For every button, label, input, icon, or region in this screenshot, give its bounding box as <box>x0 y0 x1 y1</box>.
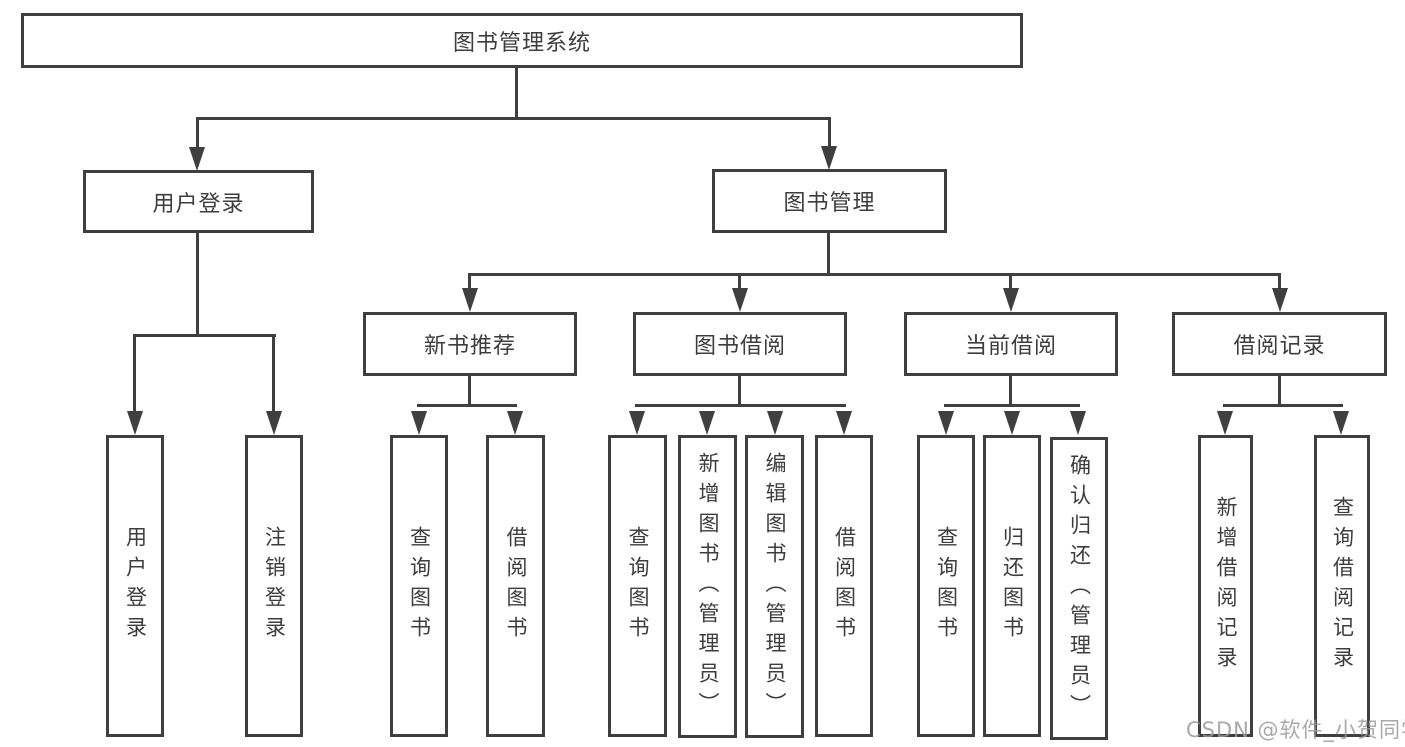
node-user-login: 用户登录 <box>83 170 314 233</box>
arrowhead-icon <box>1217 411 1233 435</box>
arrowhead-icon <box>411 411 427 435</box>
arrowhead-icon <box>699 411 715 435</box>
node-label: 借阅图书 <box>832 526 857 646</box>
arrowhead-icon <box>266 411 282 435</box>
node-label: 查询图书 <box>934 526 959 646</box>
node-label: 用户登录 <box>152 191 245 217</box>
connector-stub <box>468 376 471 407</box>
arrowhead-icon <box>938 411 954 435</box>
connector-horizontal <box>468 273 1281 276</box>
node-current-borrow: 当前借阅 <box>904 312 1118 376</box>
connector-root-stub <box>515 68 518 119</box>
connector-drop <box>738 273 741 291</box>
connector-stub <box>738 376 741 407</box>
node-book-management: 图书管理 <box>712 169 947 233</box>
connector-stub <box>1009 376 1012 407</box>
connector-horizontal <box>635 404 846 407</box>
node-label: 图书管理系统 <box>452 30 591 56</box>
node-leaf-query-borrow-record: 查询借阅记录 <box>1314 435 1370 737</box>
node-leaf-confirm-return-admin: 确认归还（管理员） <box>1050 437 1108 740</box>
arrowhead-icon <box>127 411 143 435</box>
connector-drop <box>272 334 275 414</box>
node-label: 借阅图书 <box>504 526 528 646</box>
node-library-management-system: 图书管理系统 <box>21 13 1023 68</box>
connector-drop <box>1009 273 1012 291</box>
node-label: 当前借阅 <box>964 334 1057 359</box>
node-label: 借阅记录 <box>1233 334 1326 359</box>
node-label: 图书管理 <box>783 191 876 216</box>
node-label: 新增借阅记录 <box>1214 496 1238 676</box>
node-leaf-query-books-3: 查询图书 <box>917 435 975 737</box>
arrowhead-icon <box>1003 288 1019 312</box>
arrowhead-icon <box>507 411 523 435</box>
arrowhead-icon <box>732 288 748 312</box>
connector-drop <box>196 117 199 149</box>
arrowhead-icon <box>821 146 837 170</box>
node-leaf-add-borrow-record: 新增借阅记录 <box>1198 435 1253 737</box>
arrowhead-icon <box>1070 411 1086 435</box>
csdn-watermark: CSDN @软件_小贺同学 <box>1186 718 1405 742</box>
node-book-borrow: 图书借阅 <box>633 312 847 376</box>
node-label: 编辑图书（管理员） <box>763 451 787 722</box>
connector-stub <box>1278 376 1281 407</box>
node-leaf-borrow-books-2: 借阅图书 <box>815 435 873 737</box>
arrowhead-icon <box>462 288 478 312</box>
connector-drop <box>468 273 471 291</box>
connector-stub <box>827 233 830 275</box>
connector-horizontal <box>1223 404 1343 407</box>
connector-stub <box>196 232 199 337</box>
node-label: 注销登录 <box>262 526 287 646</box>
arrowhead-icon <box>767 411 783 435</box>
node-label: 新增图书（管理员） <box>696 451 720 722</box>
connector-drop <box>828 117 831 149</box>
node-label: 用户登录 <box>123 526 148 646</box>
node-leaf-edit-book-admin: 编辑图书（管理员） <box>745 435 804 738</box>
arrowhead-icon <box>629 411 645 435</box>
connector-drop <box>1278 273 1281 291</box>
node-label: 确认归还（管理员） <box>1067 453 1092 724</box>
node-borrow-records: 借阅记录 <box>1172 312 1387 376</box>
connector-horizontal <box>134 334 276 337</box>
node-new-book-recommend: 新书推荐 <box>363 312 577 376</box>
arrowhead-icon <box>1004 411 1020 435</box>
node-label: 查询图书 <box>407 526 432 646</box>
node-leaf-add-book-admin: 新增图书（管理员） <box>678 435 737 738</box>
connector-horizontal <box>417 404 517 407</box>
connector-horizontal <box>944 404 1080 407</box>
arrowhead-icon <box>836 411 852 435</box>
node-label: 新书推荐 <box>423 334 516 359</box>
node-leaf-borrow-books-1: 借阅图书 <box>486 435 545 737</box>
arrowhead-icon <box>189 147 205 171</box>
node-label: 图书借阅 <box>693 334 786 359</box>
connector-root-horizontal <box>196 117 831 120</box>
node-label: 查询图书 <box>626 526 650 646</box>
node-label: 归还图书 <box>1000 526 1025 646</box>
node-leaf-return-books: 归还图书 <box>983 435 1041 737</box>
arrowhead-icon <box>1333 411 1349 435</box>
node-label: 查询借阅记录 <box>1330 496 1355 676</box>
node-leaf-logout: 注销登录 <box>245 435 303 737</box>
connector-drop <box>133 334 136 414</box>
arrowhead-icon <box>1272 288 1288 312</box>
node-leaf-user-login: 用户登录 <box>106 435 164 737</box>
node-leaf-query-books-1: 查询图书 <box>390 435 448 737</box>
node-leaf-query-books-2: 查询图书 <box>608 435 667 737</box>
